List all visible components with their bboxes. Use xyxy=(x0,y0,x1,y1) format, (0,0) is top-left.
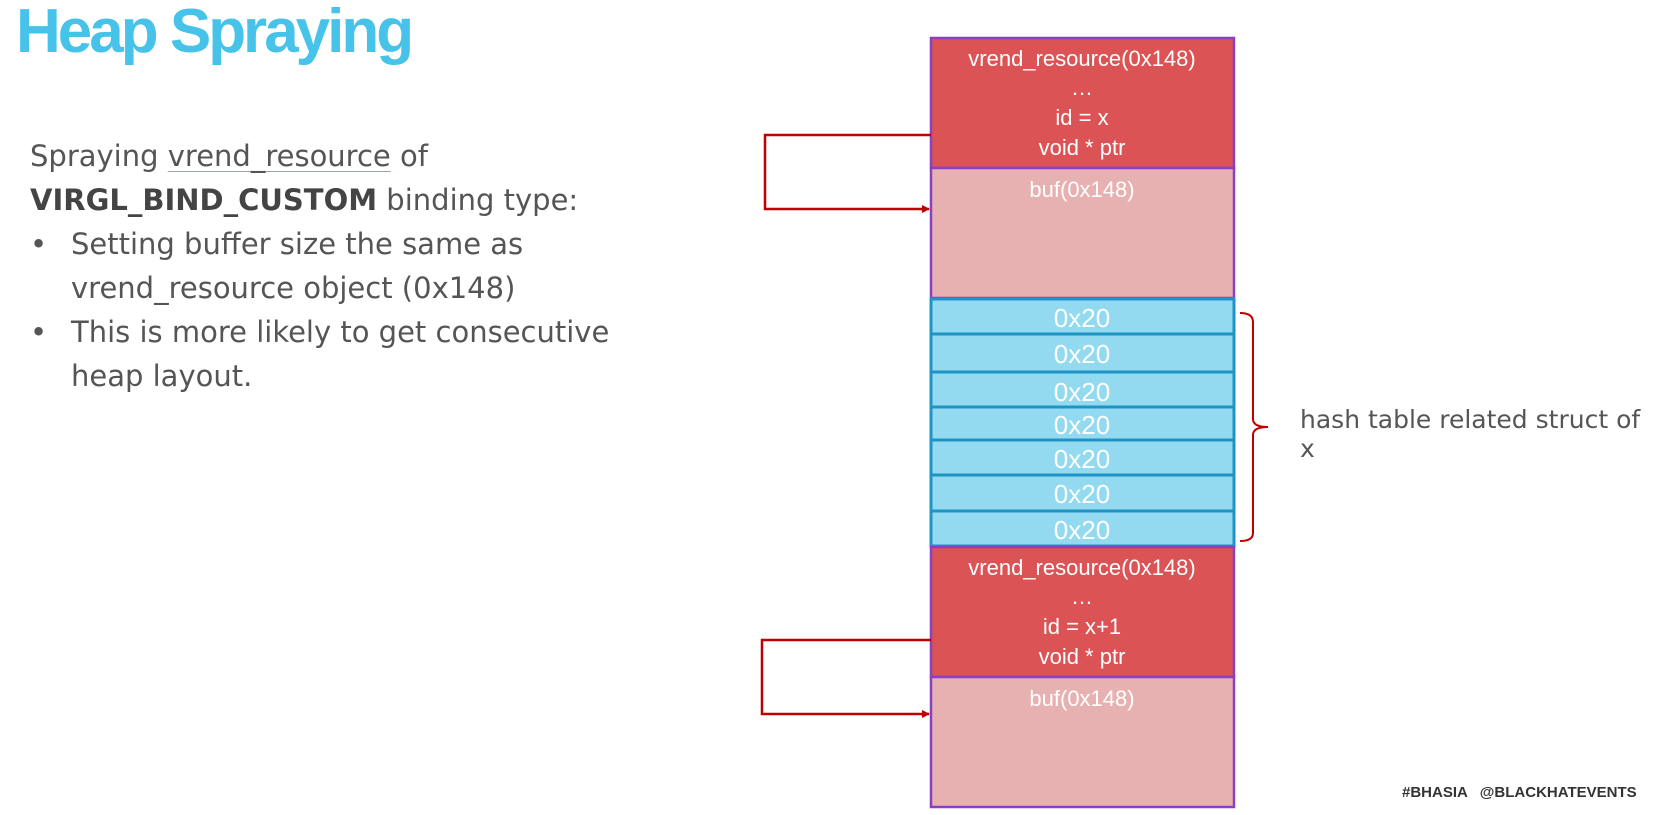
slide-title: Heap Spraying xyxy=(16,0,414,66)
resource-1-line: id = x xyxy=(1055,105,1108,130)
hash-cell-label: 0x20 xyxy=(1054,479,1110,509)
buffer-2-label: buf(0x148) xyxy=(1029,686,1134,711)
bullet-item: This is more likely to get consecutive h… xyxy=(30,310,630,398)
buffer-block-2 xyxy=(929,675,1236,809)
footer-hashtags: #BHASIA @BLACKHATEVENTS xyxy=(1402,784,1637,801)
resource-2-line: vrend_resource(0x148) xyxy=(968,555,1195,580)
resource-1-line: … xyxy=(1071,75,1093,100)
bullet-item: Setting buffer size the same as vrend_re… xyxy=(30,222,630,310)
intro-link-text: vrend_resource xyxy=(167,139,391,173)
resource-2-line: id = x+1 xyxy=(1043,614,1121,639)
buffer-block-1 xyxy=(929,166,1236,300)
intro-prefix: Spraying xyxy=(30,139,168,173)
resource-2-line: … xyxy=(1071,584,1093,609)
resource-block-2 xyxy=(929,545,1236,679)
hash-cell xyxy=(929,509,1236,548)
hash-cell-label: 0x20 xyxy=(1054,303,1110,333)
hash-cell xyxy=(929,405,1236,442)
resource-1-line: vrend_resource(0x148) xyxy=(968,46,1195,71)
resource-2-line: void * ptr xyxy=(1039,644,1126,669)
hash-cell xyxy=(929,438,1236,477)
resource-block-1 xyxy=(929,36,1236,170)
bullet-list: Setting buffer size the same as vrend_re… xyxy=(30,222,630,398)
buffer-1-label: buf(0x148) xyxy=(1029,177,1134,202)
hash-table-label: hash table related struct of x xyxy=(1300,405,1641,463)
hash-group-brace xyxy=(1239,312,1269,542)
hash-cell xyxy=(929,473,1236,513)
binding-type-name: VIRGL_BIND_CUSTOM xyxy=(30,183,378,217)
pointer-arrow-1 xyxy=(763,133,931,213)
resource-1-line: void * ptr xyxy=(1039,135,1126,160)
hash-cell-label: 0x20 xyxy=(1054,444,1110,474)
hash-cell-label: 0x20 xyxy=(1054,515,1110,545)
hash-cell-label: 0x20 xyxy=(1054,410,1110,440)
hash-cell-label: 0x20 xyxy=(1054,377,1110,407)
hash-cell-label: 0x20 xyxy=(1054,339,1110,369)
pointer-arrow-2 xyxy=(760,638,931,718)
intro-suffix: of xyxy=(390,139,428,173)
intro-end: binding type: xyxy=(377,183,579,217)
hash-cell xyxy=(929,332,1236,374)
